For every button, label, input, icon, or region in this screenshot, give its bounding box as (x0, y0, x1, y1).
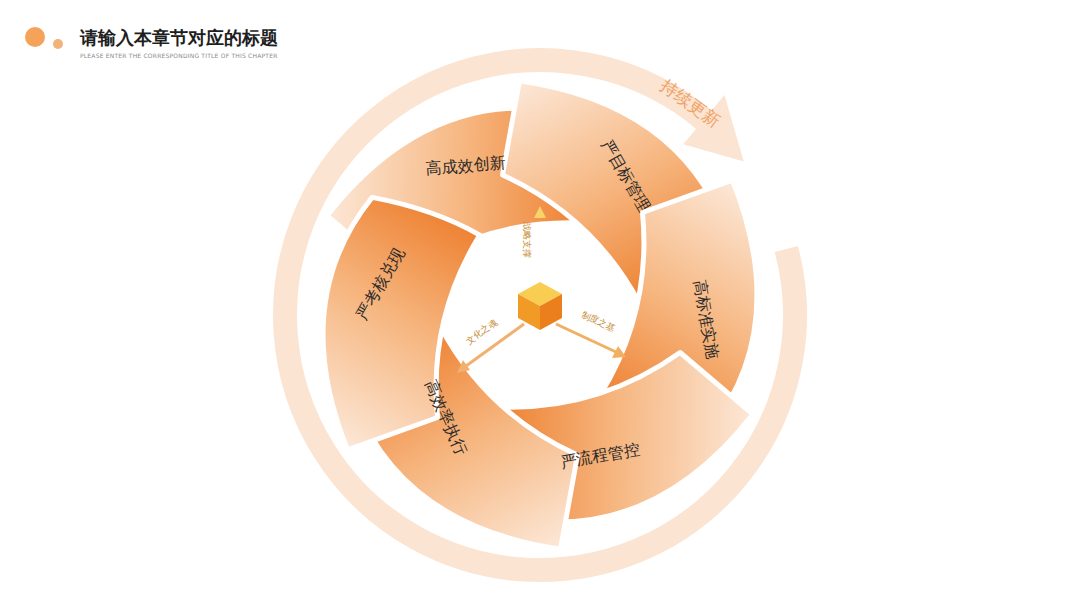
chapter-title: 请输入本章节对应的标题 (80, 26, 278, 50)
petal-text: 高成效创新 (421, 153, 510, 178)
center-cube (457, 206, 626, 373)
arrow-head (457, 360, 470, 373)
arrow-label: 战略支撑 (520, 222, 533, 258)
chapter-subtitle: PLEASE ENTER THE CORRESPONDING TITLE OF … (80, 52, 278, 59)
arrow-label: 制度之基 (579, 309, 617, 336)
arrow-head (534, 206, 546, 218)
arrow-shaft (539, 216, 542, 285)
arrow-head (612, 346, 626, 358)
title-dot (53, 39, 63, 49)
arrow-label: 文化之魂 (464, 316, 501, 348)
title-dot (25, 27, 45, 47)
cycle-ring (285, 60, 795, 570)
cube-right (540, 294, 562, 330)
petal-shape (323, 197, 480, 449)
cube-left (518, 294, 540, 330)
